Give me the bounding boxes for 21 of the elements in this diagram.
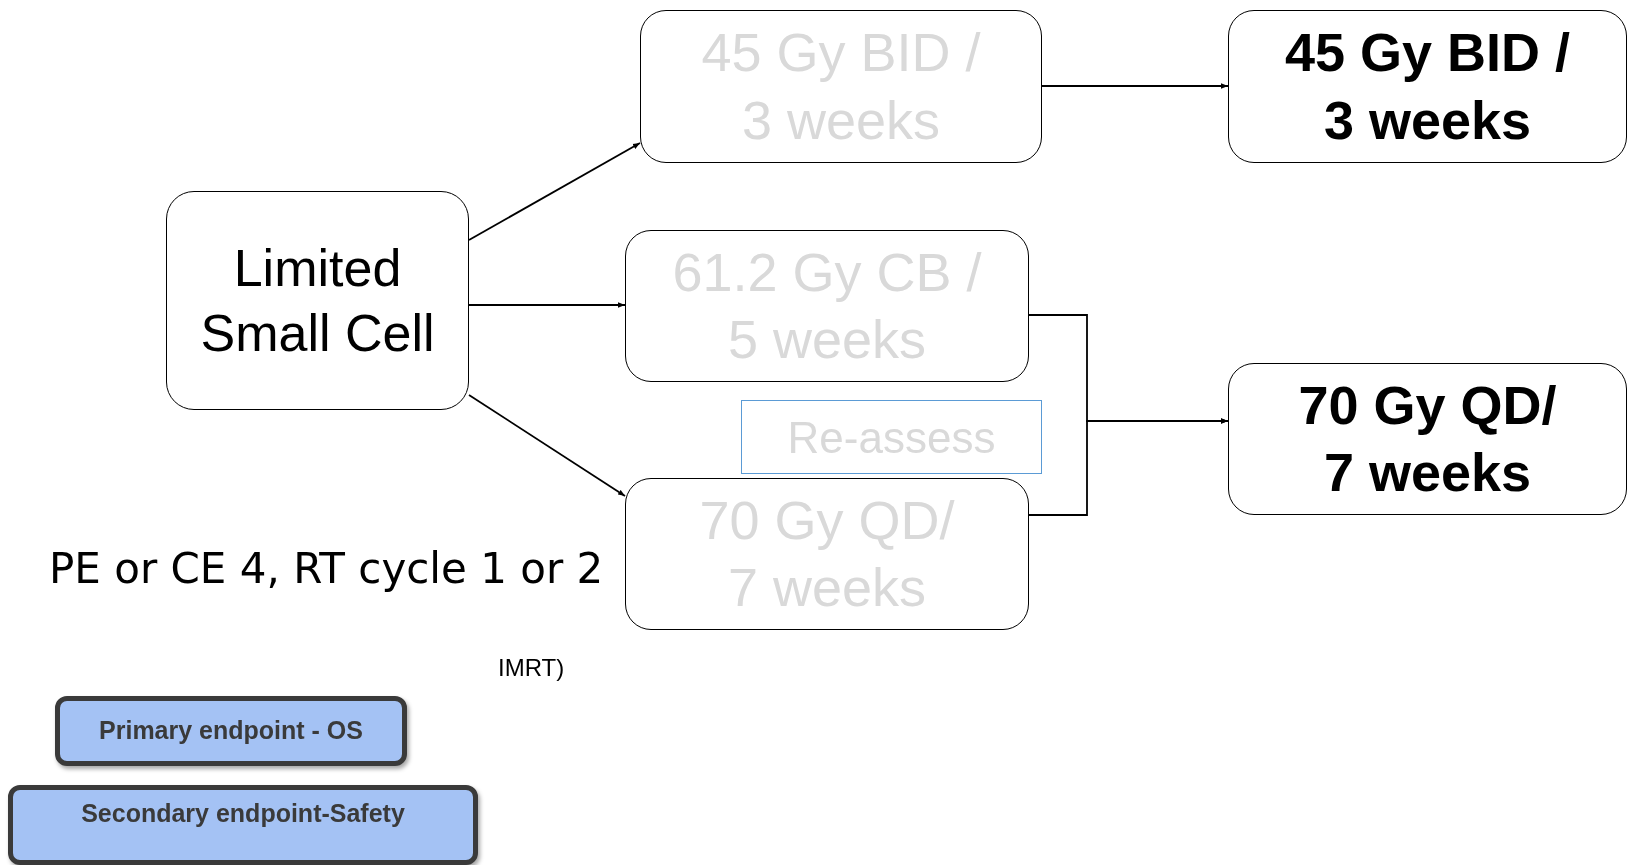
box-text: Primary endpoint - OS xyxy=(99,715,363,747)
note-text: IMRT) xyxy=(498,654,565,682)
endpoint-box xyxy=(55,696,407,766)
process-box xyxy=(625,478,1029,630)
process-box xyxy=(1228,363,1627,515)
note-box xyxy=(741,400,1042,474)
endpoint-box xyxy=(8,785,478,865)
box-text: Secondary endpoint-Safety xyxy=(81,798,405,829)
arrow xyxy=(468,142,641,241)
arrow xyxy=(468,394,626,497)
process-box xyxy=(640,10,1042,163)
box-text: 70 Gy QD/ 7 weeks xyxy=(1297,373,1558,504)
process-box xyxy=(625,230,1029,382)
arrow xyxy=(468,302,626,308)
process-box xyxy=(1228,10,1627,163)
note-text: PE or CE 4, RT cycle 1 or 2 xyxy=(49,544,604,593)
box-text: Limited Small Cell xyxy=(199,237,436,364)
box-text: 45 Gy BID / 3 weeks xyxy=(1283,21,1572,152)
arrow xyxy=(1028,418,1229,516)
process-box xyxy=(166,191,469,410)
arrow xyxy=(1041,83,1229,89)
